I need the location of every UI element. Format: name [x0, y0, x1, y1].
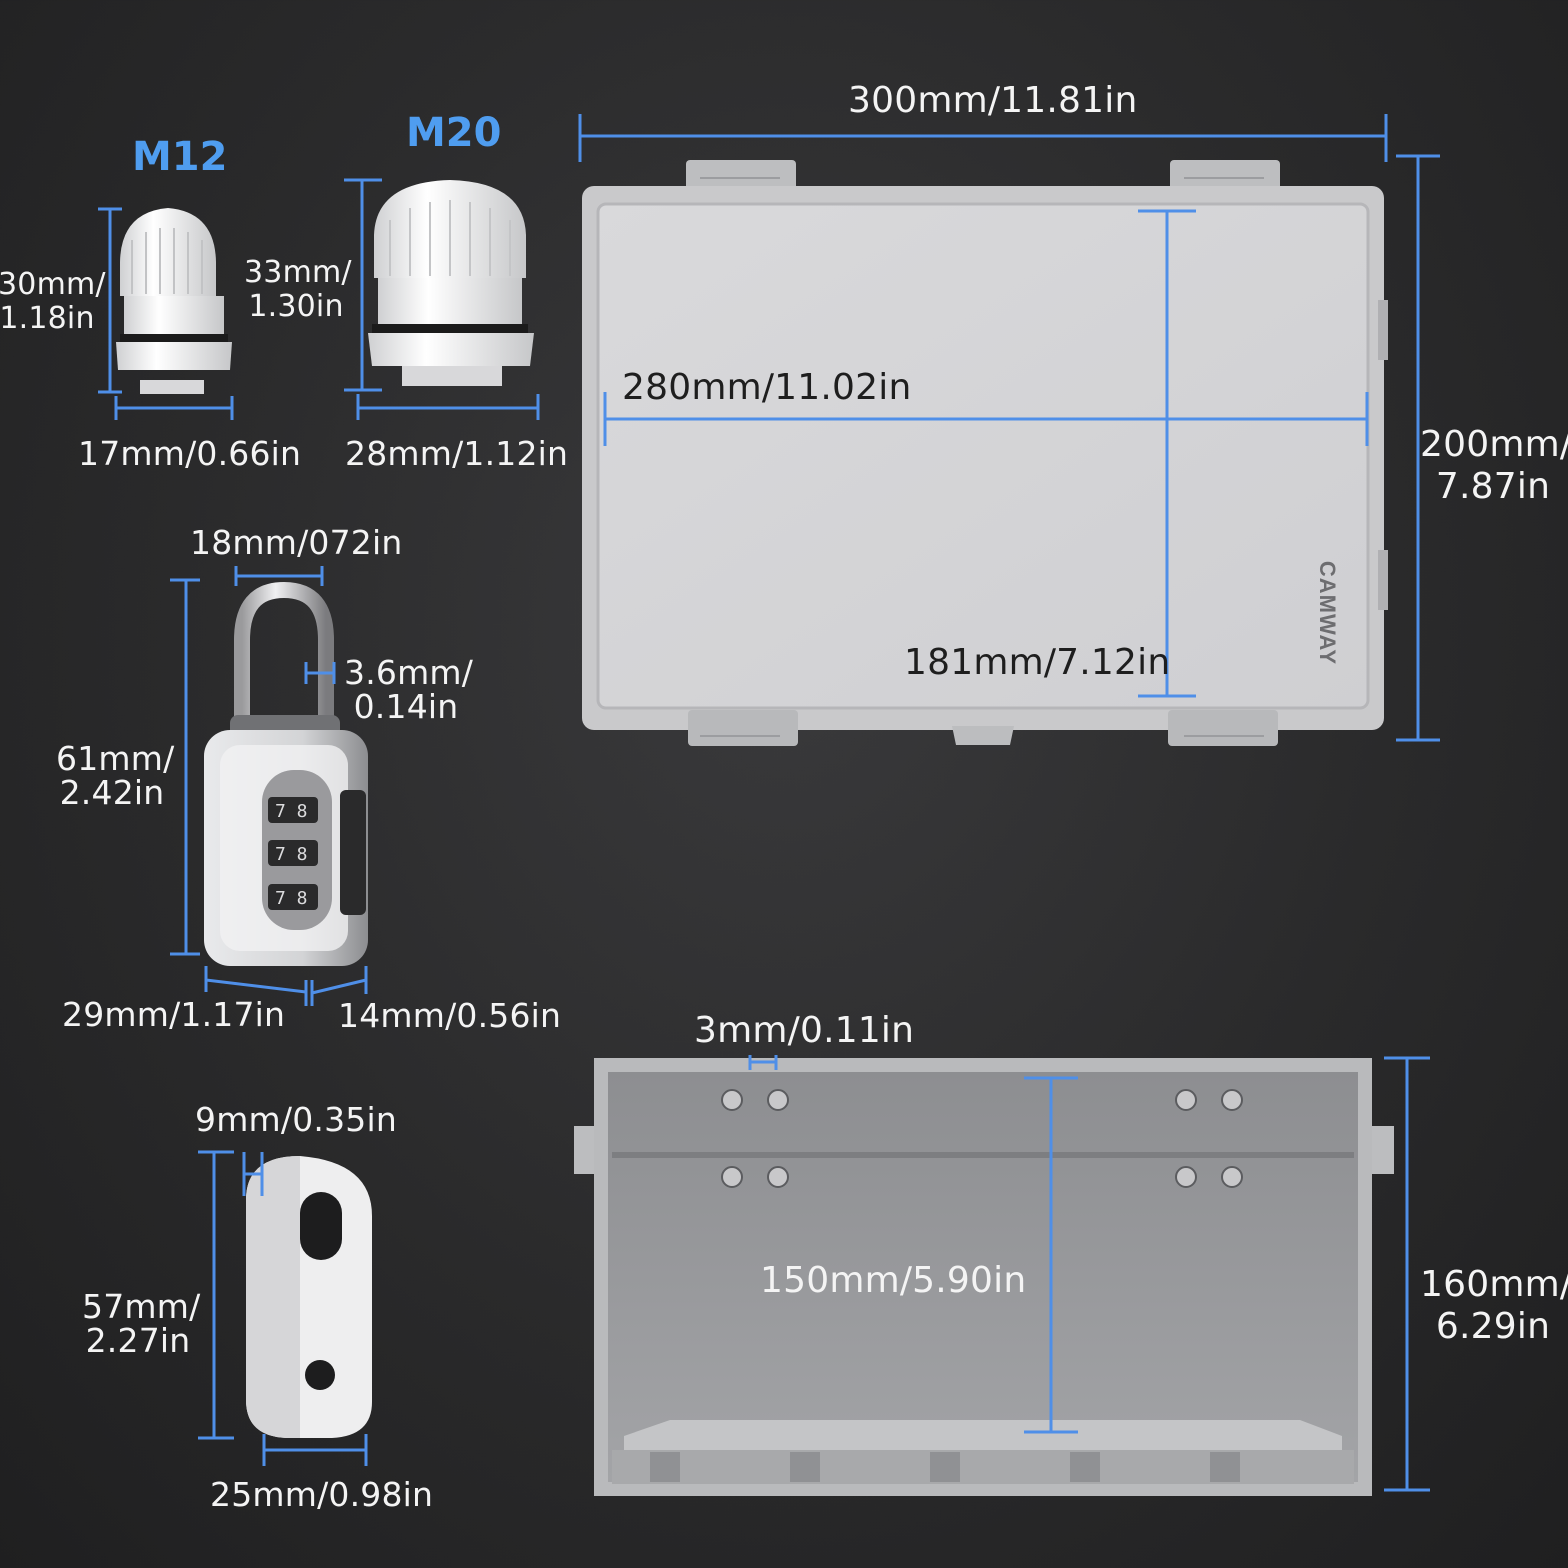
bracket-height-line: [198, 1150, 234, 1440]
lid-outer-height-line: [1396, 154, 1440, 742]
m12-width-label: 17mm/0.66in: [78, 434, 302, 473]
dimension-lines: [98, 114, 1440, 1492]
m20-size-badge: M20: [406, 110, 502, 156]
bracket-thickness-line: [242, 1152, 264, 1196]
padlock-shackle-thick-line: [304, 662, 336, 684]
body-outer-depth-label: 160mm/ 6.29in: [1420, 1264, 1568, 1347]
lid-inner-height-line: [1138, 209, 1196, 698]
svg-text:7 8: 7 8: [275, 844, 308, 865]
body-inner-depth-line: [1024, 1076, 1078, 1434]
m12-cable-gland: [116, 208, 232, 394]
padlock-depth-line: [310, 966, 368, 1006]
padlock-width-line: [204, 966, 308, 1006]
m12-height-line: [98, 207, 122, 394]
body-wall-thickness-label: 3mm/0.11in: [694, 1010, 915, 1051]
padlock-depth-label: 14mm/0.56in: [338, 996, 562, 1035]
padlock-shackle-thickness-label: 3.6mm/ 0.14in: [344, 653, 474, 726]
m20-height-line: [344, 178, 382, 392]
m20-width-label: 28mm/1.12in: [345, 434, 569, 473]
m20-cable-gland: [368, 180, 534, 386]
body-wall-line: [748, 1055, 778, 1070]
bracket-height-label: 57mm/ 2.27in: [82, 1287, 201, 1360]
combination-padlock: 7 8 7 8 7 8: [204, 581, 368, 966]
padlock-shackle-width-line: [234, 566, 324, 586]
lid-inner-width-line: [603, 392, 1369, 446]
m12-width-line: [114, 396, 234, 420]
body-outer-depth-line: [1384, 1056, 1430, 1492]
lid-inner-width-label: 280mm/11.02in: [622, 367, 912, 408]
padlock-height-line: [170, 578, 200, 956]
bracket-thickness-label: 9mm/0.35in: [195, 1100, 397, 1139]
lid-outer-width-label: 300mm/11.81in: [848, 80, 1138, 121]
mounting-bracket: [246, 1156, 372, 1438]
bracket-width-line: [262, 1434, 368, 1466]
lid-outer-height-label: 200mm/ 7.87in: [1420, 424, 1568, 507]
body-inner-depth-label: 150mm/5.90in: [760, 1260, 1027, 1301]
svg-text:7 8: 7 8: [275, 888, 308, 909]
padlock-shackle-width-label: 18mm/072in: [190, 523, 403, 562]
brand-logo-text: CAMWAY: [1315, 560, 1341, 666]
bracket-width-label: 25mm/0.98in: [210, 1475, 434, 1514]
enclosure-lid: [582, 160, 1388, 746]
padlock-width-label: 29mm/1.17in: [62, 995, 286, 1034]
lid-outer-width-line: [578, 114, 1388, 162]
m20-height-label: 33mm/ 1.30in: [244, 255, 352, 324]
svg-text:7 8: 7 8: [275, 801, 308, 822]
padlock-height-label: 61mm/ 2.42in: [56, 739, 175, 812]
enclosure-body: [574, 1058, 1394, 1496]
m12-height-label: 30mm/ 1.18in: [0, 267, 106, 336]
m12-size-badge: M12: [132, 134, 228, 180]
m20-width-line: [356, 394, 540, 420]
lid-inner-height-label: 181mm/7.12in: [904, 642, 1171, 683]
